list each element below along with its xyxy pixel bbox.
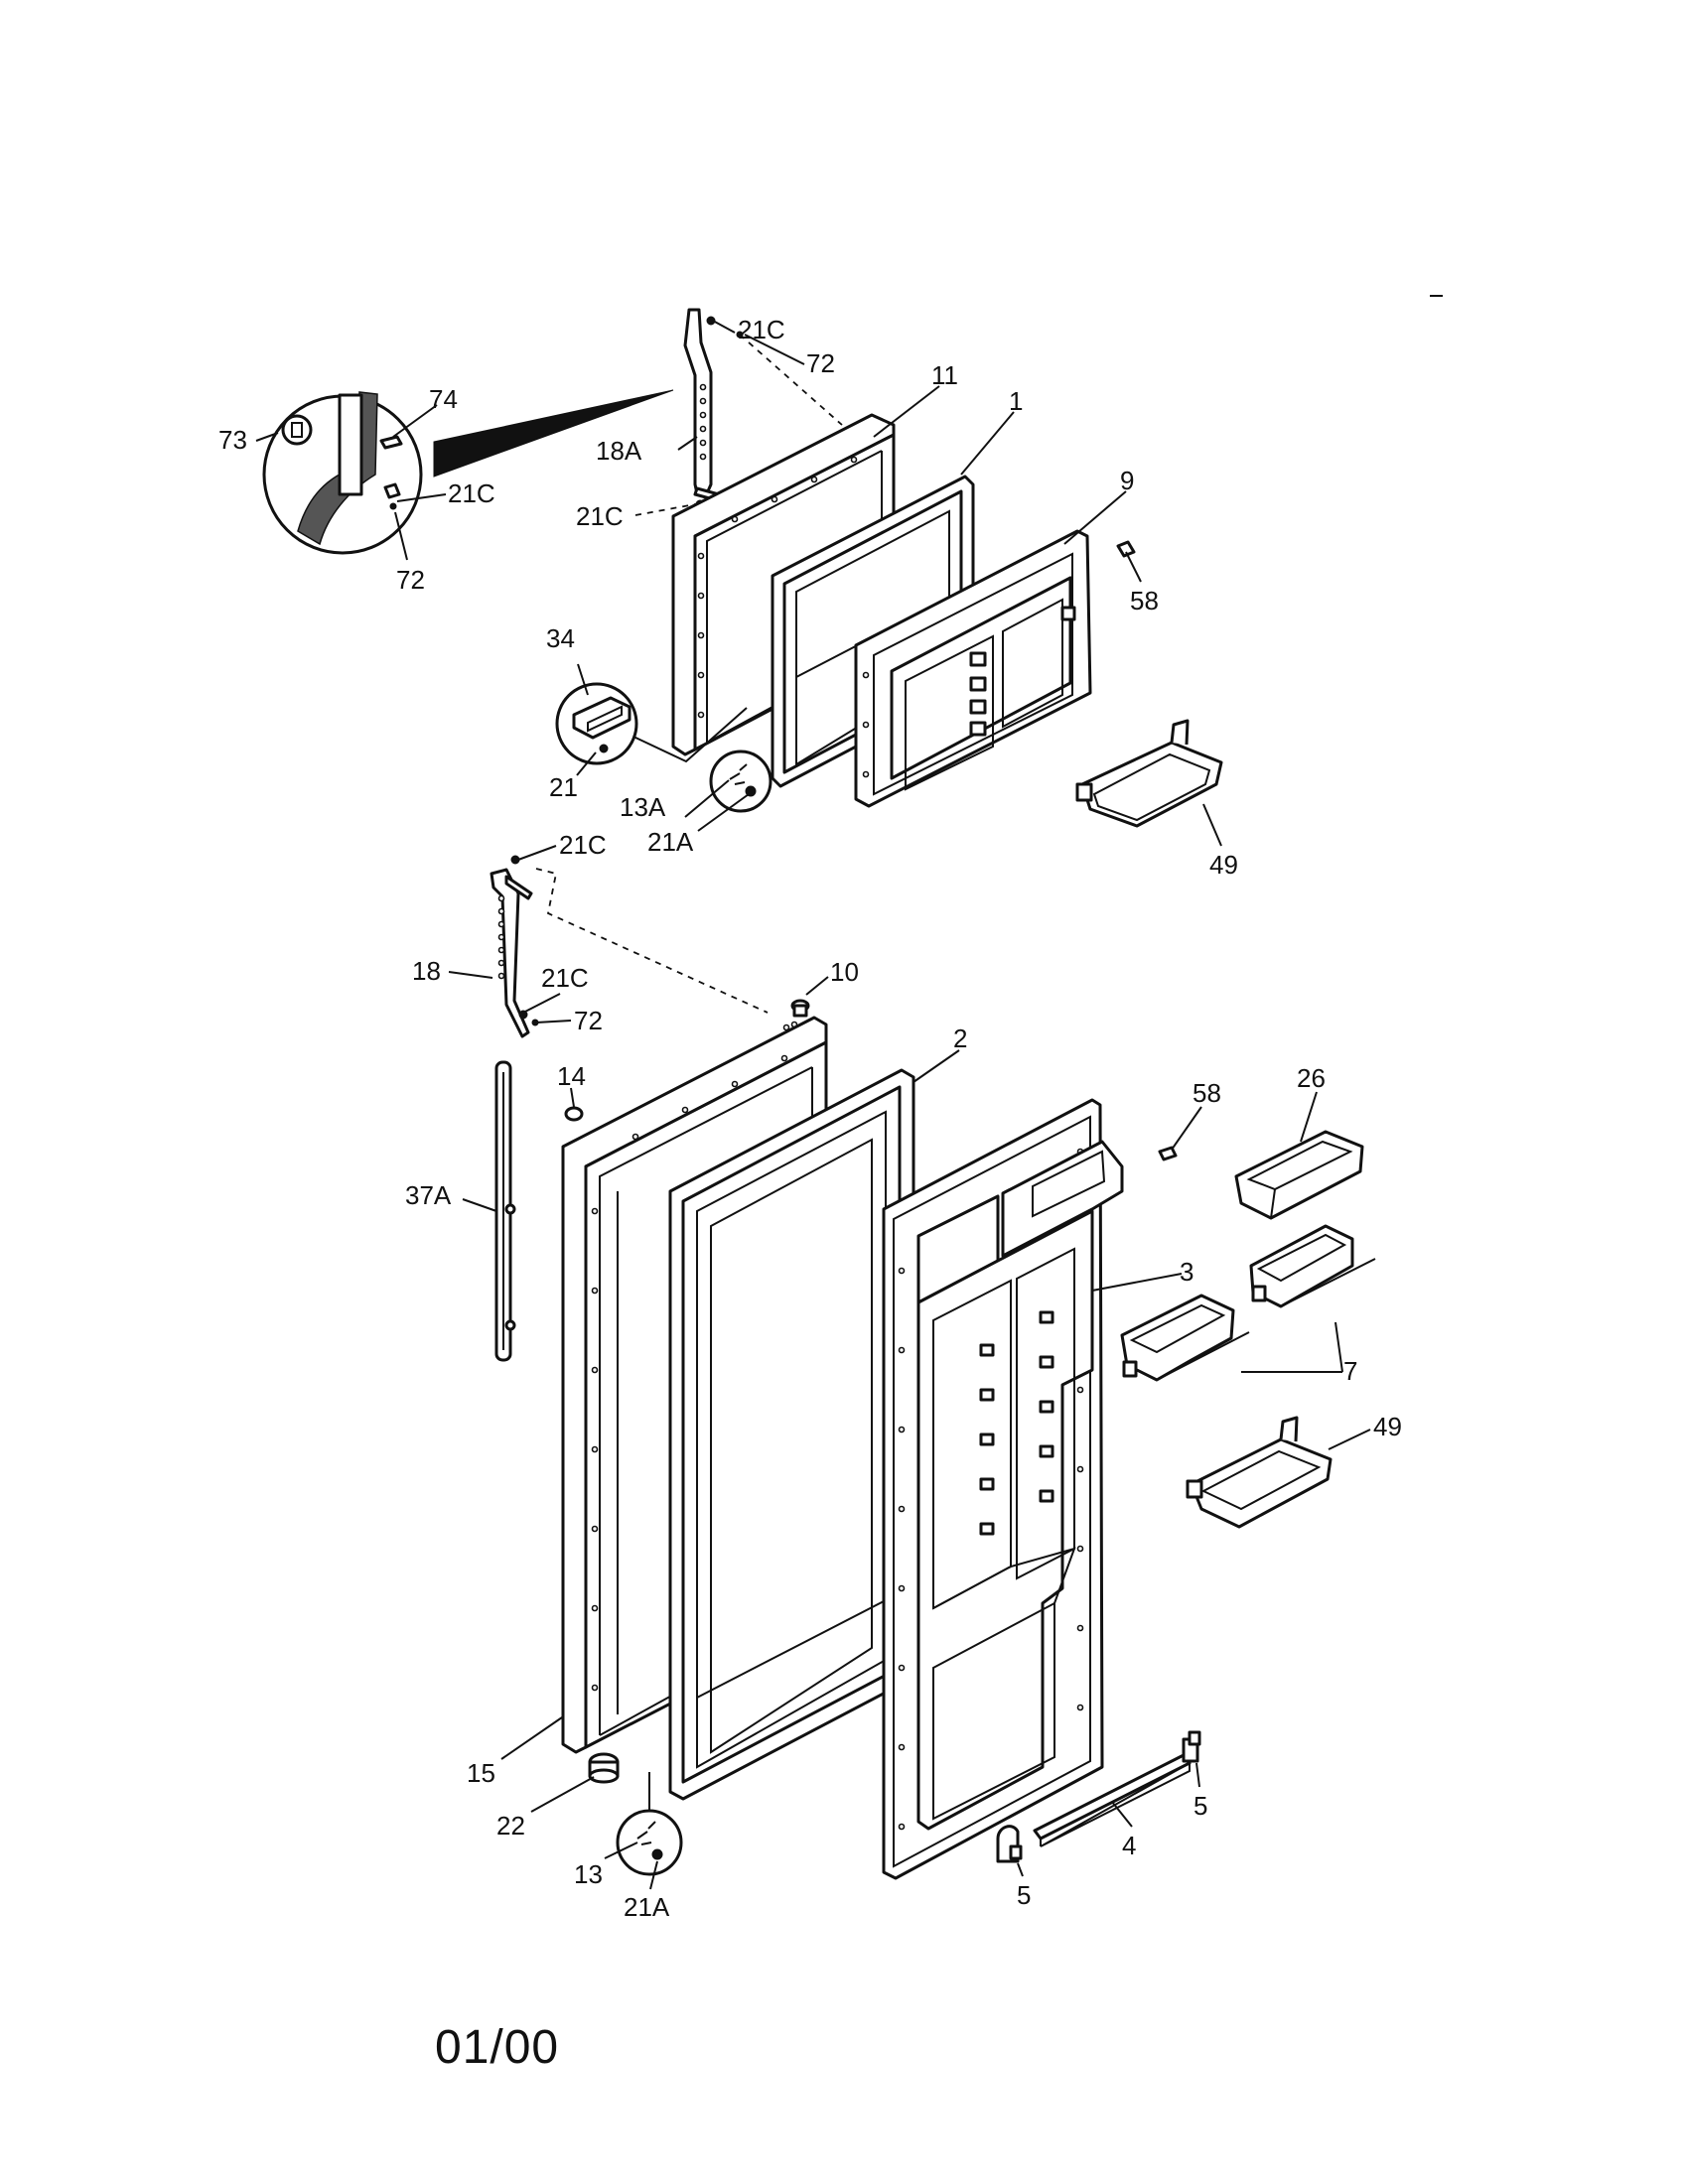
callout-5: 5 (1017, 1880, 1031, 1910)
detail-bushing-73 (281, 414, 313, 446)
freezer-hinge-18a (683, 308, 721, 502)
callout-21a: 21A (624, 1892, 670, 1922)
callout-21: 21 (549, 772, 578, 802)
callout-13: 13 (574, 1859, 603, 1889)
callout-72: 72 (806, 348, 835, 378)
callout-34: 34 (546, 623, 575, 653)
hinge-bushing-22 (588, 1752, 620, 1784)
detail-hinge-plate (338, 393, 363, 496)
callout-2: 2 (953, 1024, 967, 1053)
callout-21a: 21A (647, 827, 694, 857)
screw-58-bottom (1158, 1146, 1178, 1161)
callout-3: 3 (1180, 1257, 1193, 1287)
callout-21c: 21C (576, 501, 624, 531)
callout-22: 22 (496, 1811, 525, 1841)
fresh-food-door-gasket (668, 1068, 915, 1801)
callout-49: 49 (1373, 1412, 1402, 1441)
bracket-5-left (996, 1825, 1023, 1863)
date-code: 01/00 (435, 2021, 560, 2074)
callout-14: 14 (557, 1061, 586, 1091)
callout-21c: 21C (559, 830, 607, 860)
hinge-pin-detail-bottom (616, 1809, 683, 1876)
callout-11: 11 (931, 360, 958, 390)
hinge-detail-view (262, 389, 674, 555)
callout-72: 72 (574, 1006, 603, 1035)
callout-10: 10 (830, 957, 859, 987)
callout-7: 7 (1343, 1356, 1357, 1386)
callout-13a: 13A (620, 792, 666, 822)
callout-58: 58 (1193, 1078, 1221, 1108)
callout-58: 58 (1130, 586, 1159, 615)
screw-58-top (1116, 540, 1136, 558)
callout-4: 4 (1122, 1831, 1136, 1860)
callout-leaders (255, 320, 1371, 1890)
hinge-cover-detail (555, 682, 638, 765)
hinge-pin-detail-top (709, 750, 772, 813)
fresh-food-door-bin (1186, 1416, 1333, 1529)
callout-37a: 37A (405, 1180, 452, 1210)
hinge-alignment-dashed-line-bottom (535, 868, 769, 1014)
fresh-food-hinge-18 (490, 868, 533, 1038)
detail-washer-72 (389, 502, 397, 510)
callout-73: 73 (218, 425, 247, 455)
plug-14 (564, 1106, 584, 1122)
callout-18a: 18A (596, 436, 642, 466)
bracket-5-right (1182, 1730, 1201, 1763)
callout-labels: 73 74 21C 72 21C 72 18A 21C 11 1 9 58 49… (218, 315, 1402, 1922)
door-shelf-7-lower (1120, 1294, 1250, 1382)
callout-72: 72 (396, 565, 425, 595)
detail-pointer-wedge (433, 389, 674, 478)
freezer-door-bin (1075, 719, 1223, 828)
callout-1: 1 (1009, 386, 1023, 416)
callout-49: 49 (1209, 850, 1238, 880)
callout-26: 26 (1297, 1063, 1326, 1093)
detail-screw-21c (383, 482, 401, 499)
door-shelf-7-upper (1249, 1224, 1376, 1308)
callout-74: 74 (429, 384, 458, 414)
callout-18: 18 (412, 956, 441, 986)
callout-21c: 21C (541, 963, 589, 993)
callout-21c: 21C (738, 315, 785, 344)
callout-5: 5 (1193, 1791, 1207, 1821)
callout-15: 15 (467, 1758, 495, 1788)
detail-hinge-section (297, 391, 378, 546)
fresh-food-door-liner (882, 1098, 1124, 1880)
dairy-bin-26 (1234, 1130, 1364, 1220)
screw-21c-bottom-top (510, 855, 520, 865)
detail-bushing-slot (291, 422, 303, 438)
callout-21c: 21C (448, 478, 495, 508)
freezer-door-liner (854, 529, 1092, 808)
door-handle-37a (494, 1060, 516, 1362)
detail-screw-74 (379, 435, 403, 450)
hinge-cover-leader (632, 707, 748, 763)
callout-9: 9 (1120, 466, 1134, 495)
